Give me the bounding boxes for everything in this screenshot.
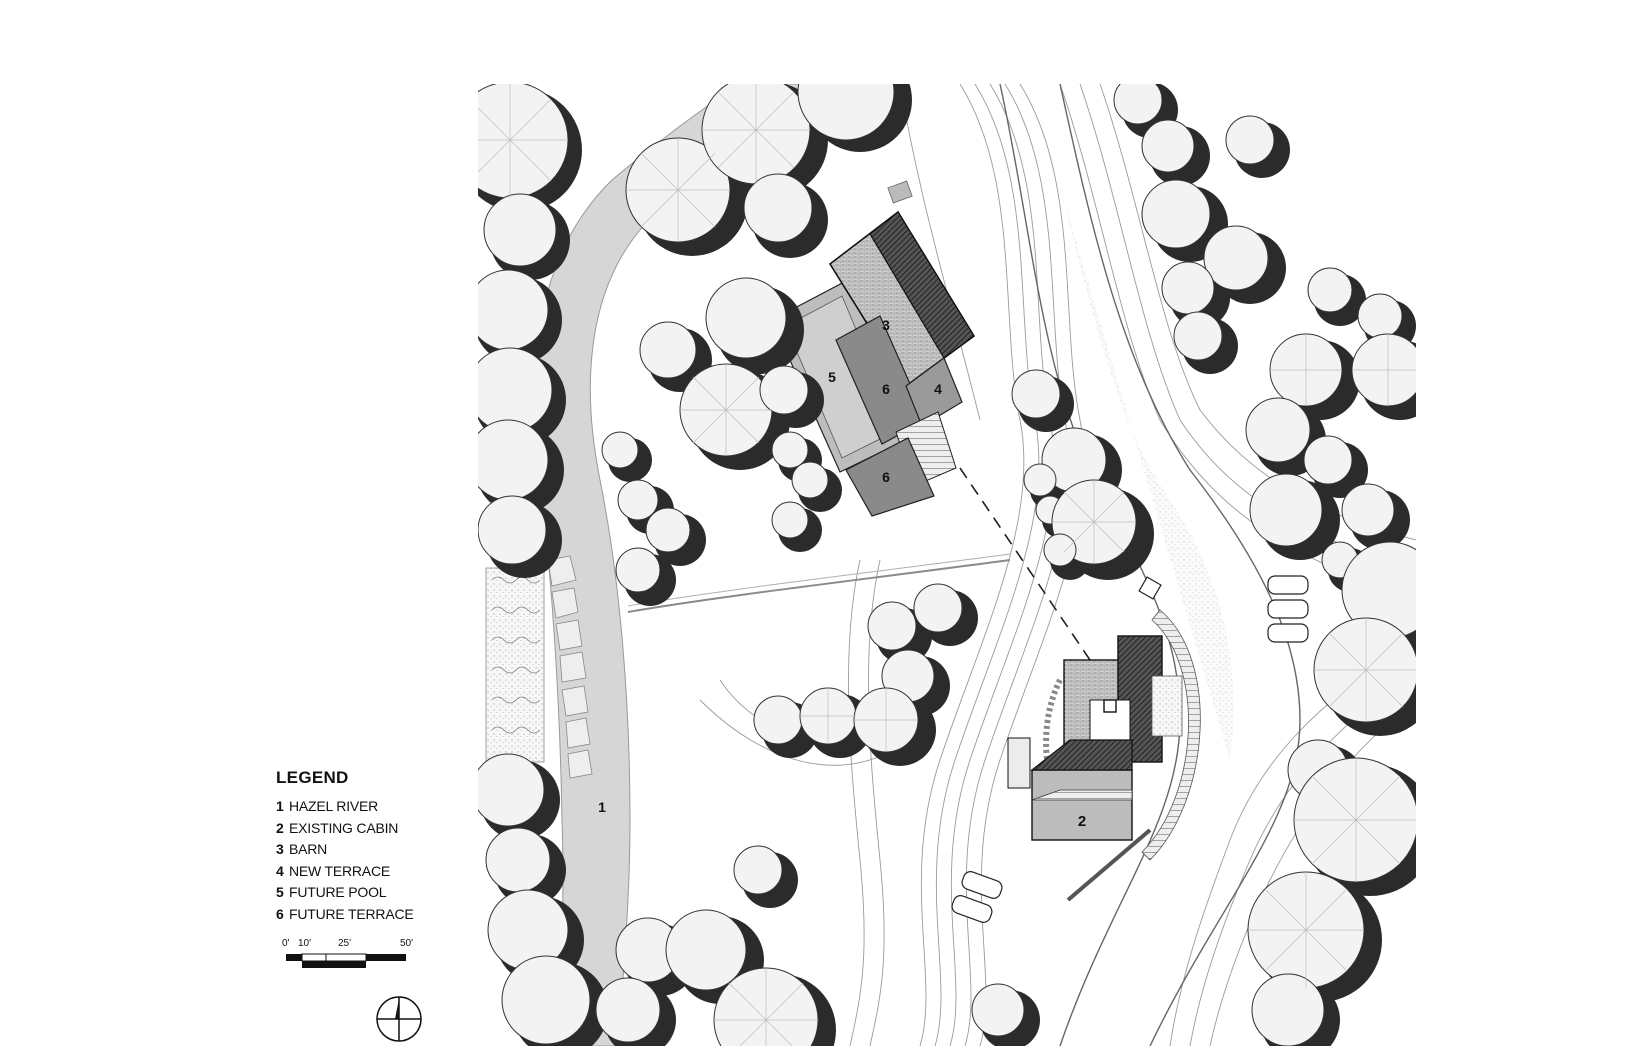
legend-item: 1 HAZEL RIVER (276, 796, 466, 818)
legend-item-number: 4 (276, 862, 284, 879)
plan-label-barn: 3 (882, 317, 890, 333)
new-terrace (905, 357, 963, 427)
legend-item-label: BARN (289, 841, 328, 857)
plan-label-future-terrace-lower: 6 (882, 469, 890, 485)
legend-item-label: FUTURE TERRACE (289, 905, 414, 922)
scale-tick-label: 50' (400, 938, 414, 949)
scale-tick-label: 10' (298, 938, 312, 949)
legend-title: LEGEND (276, 768, 349, 787)
legend-item: 3 BARN (276, 839, 466, 861)
future-terrace-lower (845, 437, 935, 517)
legend-item-label: NEW TERRACE (289, 862, 390, 879)
barn-compound (771, 180, 976, 517)
legend-item-number: 3 (276, 841, 284, 857)
footpath (627, 559, 1011, 613)
legend-item-number: 5 (276, 884, 284, 900)
plan-label-cabin: 2 (1078, 813, 1086, 830)
legend-item-label: FUTURE POOL (289, 884, 387, 900)
legend-item-label: EXISTING CABIN (289, 819, 399, 836)
legend-item: 2 EXISTING CABIN (276, 818, 466, 840)
parked-cars (951, 575, 1309, 923)
north-arrow-icon (376, 996, 422, 1042)
riverbank-stones (547, 555, 593, 779)
plan-label-river: 1 (598, 799, 606, 815)
legend-list: 1 HAZEL RIVER 2 EXISTING CABIN 3 BARN 4 NEW … (276, 796, 466, 925)
legend-item-number: 1 (276, 798, 284, 814)
scale-tick-label: 25' (338, 938, 352, 949)
plan-label-future-pool: 5 (828, 369, 836, 385)
scale-bar-graphic (286, 953, 406, 968)
existing-cabin (1031, 769, 1133, 841)
legend-item: 4 NEW TERRACE (276, 861, 466, 883)
legend-item-number: 6 (276, 905, 284, 922)
legend-item-number: 2 (276, 819, 284, 836)
tree-canopies (478, 84, 1416, 1046)
cabin-compound (1007, 609, 1201, 902)
plan-label-new-terrace: 4 (934, 381, 942, 397)
legend-item-label: HAZEL RIVER (289, 798, 379, 814)
legend: LEGEND 1 HAZEL RIVER 2 EXISTING CABIN 3 BAR… (276, 768, 466, 925)
access-road (1059, 84, 1301, 1046)
legend-item: 6 FUTURE TERRACE (276, 904, 466, 926)
legend-item: 5 FUTURE POOL (276, 882, 466, 904)
plan-label-future-terrace-upper: 6 (882, 381, 890, 397)
scale-bar: 0' 10' 25' 50' (282, 938, 414, 974)
scale-tick-label: 0' (282, 938, 290, 949)
